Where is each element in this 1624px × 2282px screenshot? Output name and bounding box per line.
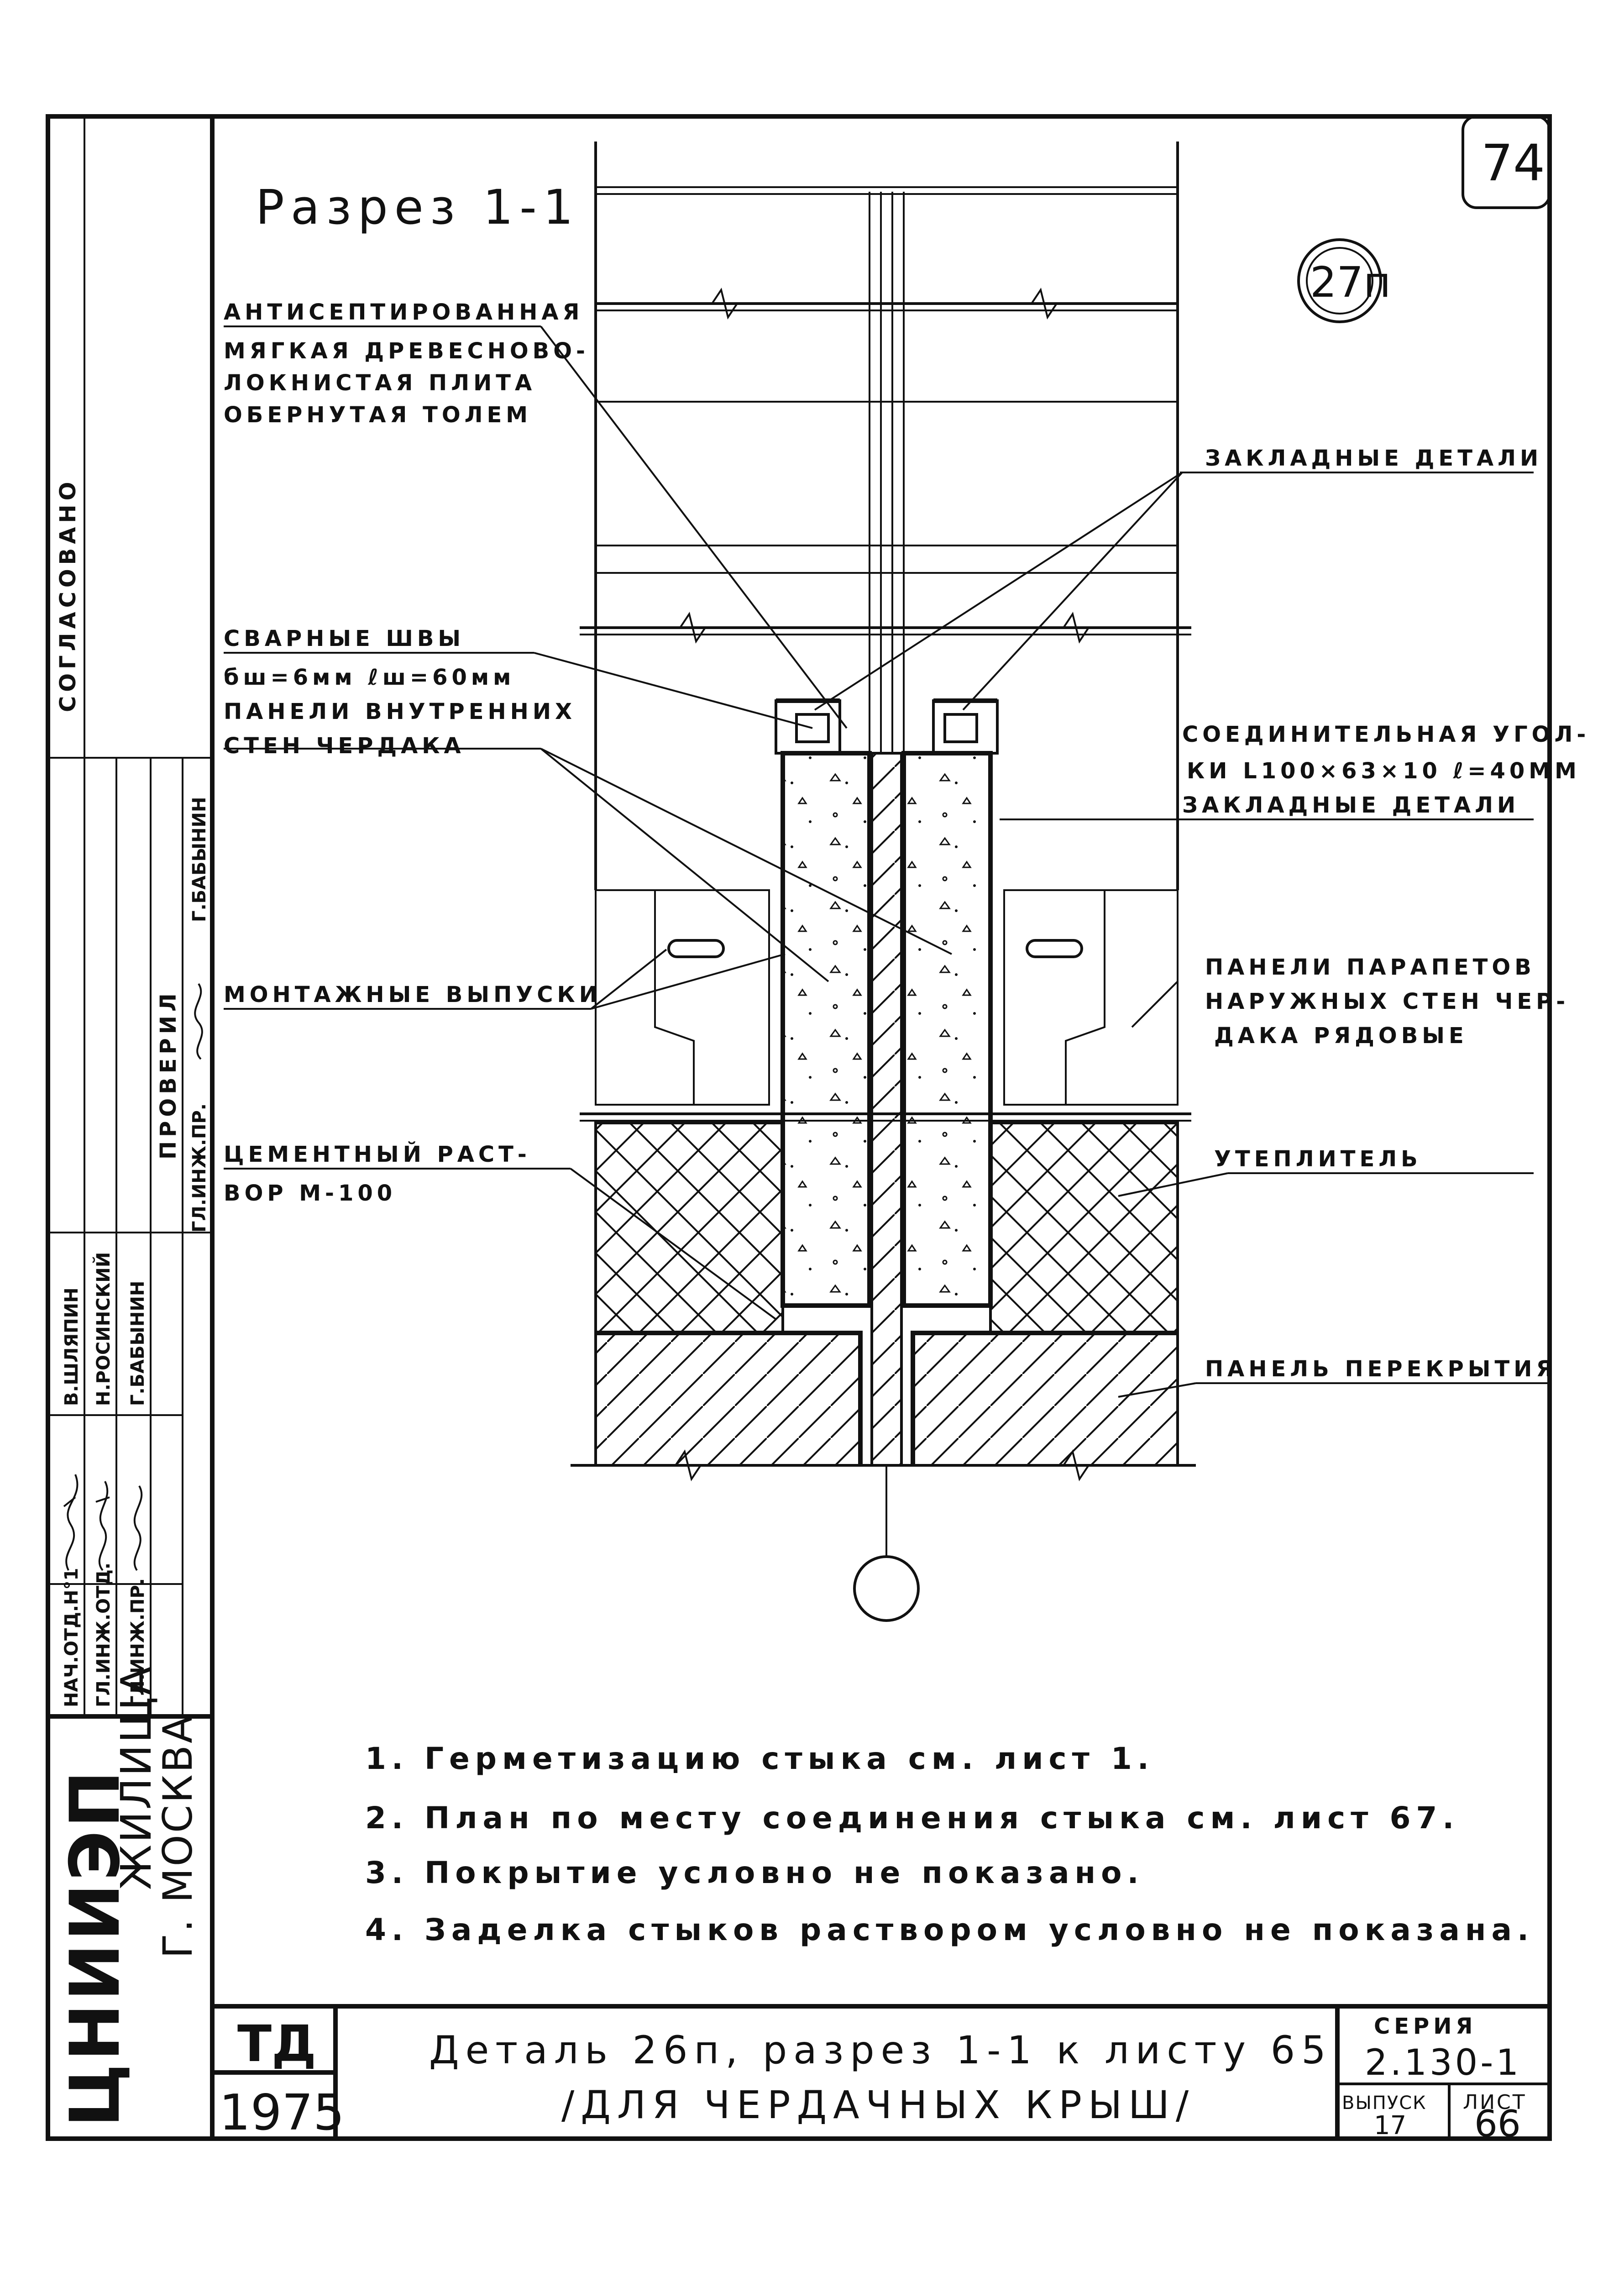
joint-board — [870, 752, 903, 1467]
break-mark — [711, 288, 738, 320]
outer-frame — [46, 114, 1552, 2141]
inner-wall-fill-right — [906, 755, 988, 1303]
break-mark — [1063, 1449, 1090, 1481]
break-mark — [675, 1449, 702, 1481]
note-4: 4. Заделка стыков раствором условно не п… — [365, 1912, 1534, 1947]
axis-marker — [853, 1555, 920, 1622]
approver-name-1: В.ШЛЯПИН — [61, 1287, 82, 1406]
checked-label: ПРОВЕРИЛ — [156, 989, 181, 1159]
series-value: 2.130-1 — [1365, 2042, 1521, 2083]
callout-angle-3: ЗАКЛАДНЫЕ ДЕТАЛИ — [1182, 792, 1519, 818]
mounting-slot-right — [1026, 939, 1083, 958]
callout-angle-2: КИ L100×63×10 ℓ=40ММ — [1187, 758, 1581, 784]
parapet-profile-left — [654, 890, 695, 1105]
section-title: Разрез 1-1 — [256, 179, 580, 235]
parapet-panel-left — [595, 889, 770, 1106]
signature-2 — [95, 1481, 110, 1571]
floor-slab-right — [912, 1332, 1179, 1467]
callout-inner-2: СТЕН ЧЕРДАКА — [224, 733, 465, 759]
angle-bracket-right — [943, 713, 978, 743]
break-mark — [1031, 288, 1058, 320]
parapet-panel-right — [1003, 889, 1179, 1106]
callout-inner-1: ПАНЕЛИ ВНУТРЕННИХ — [224, 699, 576, 724]
note-2: 2. План по месту соединения стыка см. ли… — [365, 1800, 1459, 1836]
agreed-stamp: СОГЛАСОВАНО — [55, 478, 81, 712]
callout-antiseptic-2: МЯГКАЯ ДРЕВЕСНОВО- — [224, 338, 589, 364]
angle-bracket-left — [795, 713, 830, 743]
callout-antiseptic-1: АНТИСЕПТИРОВАННАЯ — [224, 299, 584, 325]
detail-badge-outer — [1297, 238, 1382, 323]
leader-lines — [224, 325, 1552, 1398]
callout-mortar-2: ВОР М-100 — [224, 1180, 396, 1206]
detail-badge-inner — [1306, 247, 1373, 315]
insulation-right — [989, 1122, 1179, 1334]
callout-mortar-1: ЦЕМЕНТНЫЙ РАСТ- — [224, 1141, 531, 1167]
sheet-value: 66 — [1474, 2103, 1521, 2145]
callout-insulation: УТЕПЛИТЕЛЬ — [1214, 1146, 1422, 1172]
title-year: 1975 — [219, 2084, 345, 2141]
break-mark — [1063, 612, 1090, 644]
sheet-label: ЛИСТ — [1463, 2091, 1527, 2114]
approver-role-1: НАЧ.ОТД.Н°1 — [61, 1568, 82, 1707]
note-3: 3. Покрытие условно не показано. — [365, 1855, 1144, 1890]
detail-badge: 27п — [1310, 258, 1391, 307]
callout-parapet-1: ПАНЕЛИ ПАРАПЕТОВ — [1205, 955, 1535, 980]
signature-3 — [133, 1485, 143, 1571]
checked-name: Г.БАБЫНИН — [189, 797, 210, 923]
org-city: Г. МОСКВА — [154, 1714, 201, 1958]
callout-parapet-3: ДАКА РЯДОВЫЕ — [1214, 1023, 1468, 1049]
issue-label: ВЫПУСК — [1342, 2093, 1427, 2114]
corner-number: 74 — [1481, 134, 1545, 192]
checked-role: ГЛ.ИНЖ.ПР. — [189, 1103, 210, 1233]
insulation-left — [594, 1122, 784, 1334]
corner-number-box — [1462, 115, 1551, 209]
title-caption-2: /ДЛЯ ЧЕРДАЧНЫХ КРЫШ/ — [561, 2083, 1195, 2127]
floor-slab-left — [594, 1332, 862, 1467]
callout-welds-2: бш=6мм ℓш=60мм — [224, 665, 515, 690]
callout-parapet-2: НАРУЖНЫХ СТЕН ЧЕР- — [1205, 989, 1569, 1014]
callout-antiseptic-4: ОБЕРНУТАЯ ТОЛЕМ — [224, 402, 532, 428]
note-1: 1. Герметизацию стыка см. лист 1. — [365, 1741, 1154, 1776]
floor-slab-edge — [596, 1331, 1178, 1465]
approver-role-3: ГЛ.ИНЖ.ПР. — [127, 1578, 148, 1707]
callout-antiseptic-3: ЛОКНИСТАЯ ПЛИТА — [224, 370, 536, 396]
issue-value: 17 — [1374, 2111, 1406, 2140]
mounting-slot-left — [667, 939, 725, 958]
title-td: ТД — [237, 2014, 316, 2073]
org-sub: ЖИЛИЩА — [112, 1665, 161, 1890]
callout-welds-1: СВАРНЫЕ ШВЫ — [224, 626, 465, 651]
series-label: СЕРИЯ — [1374, 2014, 1477, 2039]
break-mark — [679, 612, 706, 644]
inner-wall-fill-left — [785, 755, 867, 1303]
approver-role-2: ГЛ.ИНЖ.ОТД. — [93, 1563, 114, 1707]
callout-floor-panel: ПАНЕЛЬ ПЕРЕКРЫТИЯ — [1205, 1356, 1557, 1382]
callout-embedded-top: ЗАКЛАДНЫЕ ДЕТАЛИ — [1205, 446, 1542, 471]
callout-mounting: МОНТАЖНЫЕ ВЫПУСКИ — [224, 982, 602, 1007]
approver-name-2: Н.РОСИНСКИЙ — [92, 1252, 114, 1406]
approver-name-3: Г.БАБЫНИН — [127, 1281, 148, 1406]
parapet-profile-right — [1065, 890, 1105, 1105]
callout-angle-1: СОЕДИНИТЕЛЬНАЯ УГОЛ- — [1182, 722, 1590, 747]
title-caption-1: Деталь 26п, разрез 1-1 к листу 65 — [429, 2028, 1332, 2072]
signature-checked — [194, 983, 203, 1060]
signature-1 — [63, 1474, 79, 1571]
org-main: ЦНИИЭП — [56, 1768, 135, 2127]
